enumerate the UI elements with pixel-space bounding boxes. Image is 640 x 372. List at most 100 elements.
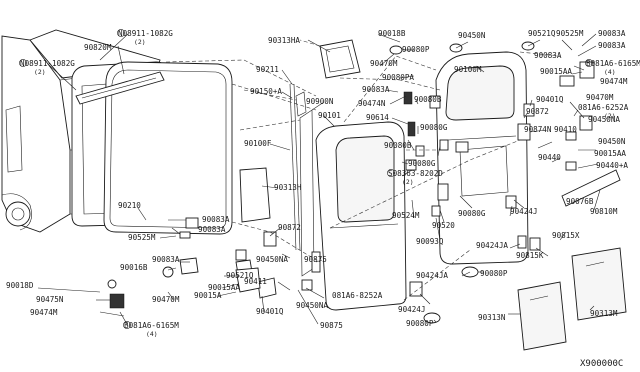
label-90424j-b: 90424J — [398, 305, 425, 314]
leader-lines — [37, 33, 601, 327]
callout-labels: N08911-1082G (2) N08911-1082G (2) 90820M… — [6, 29, 640, 369]
label-081a6-6165m-r-qty: (4) — [604, 68, 616, 76]
label-90424ja-b: 90424JA — [416, 271, 448, 280]
label-90875-b: 90875 — [320, 321, 343, 330]
label-90080g-a: 90080G — [420, 123, 448, 132]
label-90450na-l: 90450NA — [256, 255, 288, 264]
label-90474n: 90474N — [358, 99, 386, 108]
label-90820m: 90820M — [84, 43, 112, 52]
label-90401q-r: 90401Q — [536, 95, 564, 104]
label-90614: 90614 — [366, 113, 389, 122]
label-90100m: 90100M — [454, 65, 482, 74]
label-90470m-r: 90470M — [586, 93, 614, 102]
label-90083a-e: 90083A — [534, 51, 562, 60]
label-90470m-l: 90470M — [152, 295, 180, 304]
label-90083a-c: 90083A — [152, 255, 180, 264]
label-90474m-r: 90474M — [600, 77, 628, 86]
label-90450na-r: 90450NA — [588, 115, 620, 124]
finisher-90820m — [75, 71, 165, 105]
trim-90313ha — [319, 39, 361, 79]
label-90521q-t: 90521Q — [528, 29, 556, 38]
small-parts-bottom-left — [107, 217, 261, 309]
label-90474m-l: 90474M — [30, 308, 58, 317]
label-90411: 90411 — [244, 277, 267, 286]
label-08911-1082g-top: N08911-1082G — [118, 29, 173, 38]
label-90211: 90211 — [256, 65, 279, 74]
catalog-number: X900000C — [580, 359, 623, 369]
b-prefix-marker — [123, 321, 131, 329]
trim-90313h — [239, 167, 271, 223]
label-90083a-a: 90083A — [202, 215, 230, 224]
label-90401q-l: 90401Q — [256, 307, 284, 316]
label-90080pa: 90080PA — [382, 73, 414, 82]
b-prefix-marker — [585, 59, 593, 67]
label-90150a: 90150+A — [250, 87, 282, 96]
garnish-90810m — [561, 169, 621, 207]
label-90015a-l: 90015A — [194, 291, 222, 300]
label-90018b: 90018B — [378, 29, 406, 38]
label-08911-1082g-top-qty: (2) — [134, 38, 146, 46]
label-90101: 90101 — [318, 111, 341, 120]
weatherstrip-90210 — [103, 61, 233, 235]
label-90080p-c: 90080P — [406, 319, 434, 328]
label-08363-8202d: S08363-8202D — [388, 169, 443, 178]
label-90015aa-l: 90015AA — [208, 283, 240, 292]
label-90083a-g: 90083A — [598, 41, 626, 50]
back-door-panel-90101 — [315, 121, 407, 311]
label-90210: 90210 — [118, 201, 141, 210]
label-90815k: 90815K — [516, 251, 544, 260]
label-90900n: 90900N — [306, 97, 334, 106]
label-90080p-b: 90080P — [480, 269, 508, 278]
label-90018d: 90018D — [6, 281, 34, 290]
label-90410: 90410 — [554, 125, 577, 134]
label-081a6-6252a-qty: (2) — [604, 112, 616, 120]
label-90015aa-r: 90015AA — [540, 67, 572, 76]
label-90076b: 90076B — [566, 197, 594, 206]
label-081a6-6165m-l-qty: (4) — [146, 330, 158, 338]
label-90520: 90520 — [432, 221, 455, 230]
label-90521q-l: 90521Q — [226, 271, 254, 280]
label-90810m: 90810M — [590, 207, 618, 216]
label-90450na-b: 90450NA — [296, 301, 328, 310]
label-90872-r: 90872 — [526, 107, 549, 116]
label-90313ha: 90313HA — [268, 36, 300, 45]
label-90440a: 90440+A — [596, 161, 628, 170]
prefix-markers — [19, 29, 593, 329]
label-90313m: 90313M — [590, 309, 618, 318]
s-prefix-marker — [387, 169, 395, 177]
label-90083a-f: 90083A — [598, 29, 626, 38]
label-90083a-d: 90083A — [362, 85, 390, 94]
label-90450n-r: 90450N — [598, 137, 626, 146]
label-90475n: 90475N — [36, 295, 64, 304]
label-90015aa-r2: 90015AA — [594, 149, 626, 158]
label-90093q: 90093Q — [416, 237, 444, 246]
label-90080b-b: 90080B — [384, 141, 412, 150]
label-90083a-b: 90083A — [198, 225, 226, 234]
label-90872-l: 90872 — [278, 223, 301, 232]
label-90525m-t: 90525M — [556, 29, 584, 38]
label-08363-8202d-qty: (2) — [402, 178, 414, 186]
label-90080g-b: 90080G — [408, 159, 436, 168]
label-081a6-6252a: 081A6-6252A — [578, 103, 629, 112]
label-90525m-l: 90525M — [128, 233, 156, 242]
label-081a6-6165m-r: B081A6-6165M — [586, 59, 640, 68]
label-90080g-c: 90080G — [458, 209, 486, 218]
n-prefix-marker — [19, 59, 27, 67]
label-90080b: 90080B — [414, 95, 442, 104]
label-90874n: 90874N — [524, 125, 552, 134]
back-door-panel-right — [435, 51, 529, 265]
dashed-leaders — [165, 39, 561, 301]
label-90424j-a: 90424J — [510, 207, 537, 216]
label-08911-1082g-left-qty: (2) — [34, 68, 46, 76]
label-90440: 90440 — [538, 153, 561, 162]
label-90016b: 90016B — [120, 263, 148, 272]
label-90524m: 90524M — [392, 211, 420, 220]
label-90313n: 90313N — [478, 313, 506, 322]
label-90424ja-a: 90424JA — [476, 241, 508, 250]
label-081a6-8252a-l: 081A6-8252A — [332, 291, 383, 300]
label-081a6-6165m-l: B081A6-6165M — [124, 321, 179, 330]
small-parts-right — [389, 41, 595, 324]
label-90080p-t: 90080P — [402, 45, 430, 54]
